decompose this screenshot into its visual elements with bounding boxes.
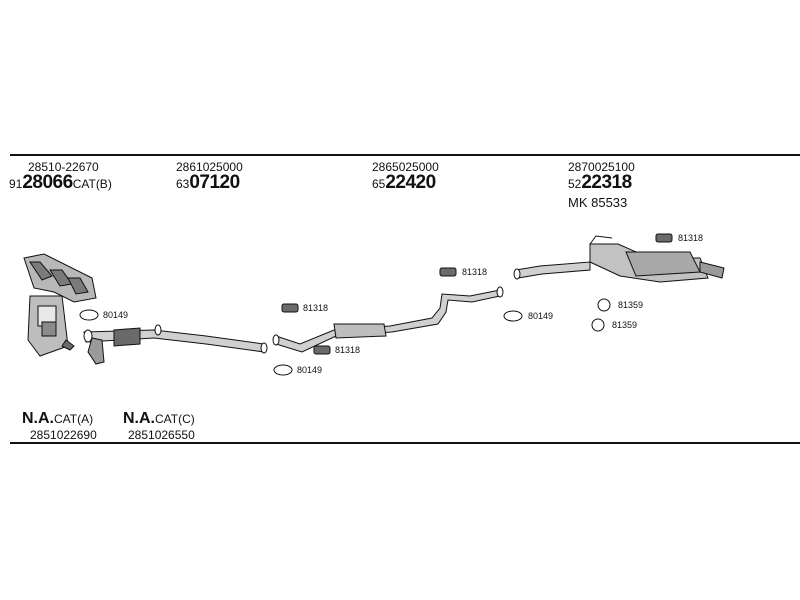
gasket-80149-symbol: [273, 364, 293, 376]
center-muffler-part: [272, 286, 504, 353]
code-prefix: 91: [9, 177, 23, 191]
code-suffix: CAT(B): [72, 177, 112, 191]
item-code: 6307120: [176, 173, 240, 192]
part-number: 2851026550: [128, 428, 195, 442]
code-prefix: 63: [176, 177, 190, 191]
gasket-80149-symbol: [503, 310, 523, 322]
part-number: 2861025000: [176, 160, 243, 174]
na-label: N.A.CAT(A): [22, 410, 94, 427]
hanger-81318-symbol: [439, 267, 457, 277]
code-main: 07120: [189, 172, 240, 193]
bottom-rule: [10, 442, 800, 444]
gasket-label: 80149: [103, 310, 129, 320]
clamp-label: 81359: [618, 300, 644, 310]
front-pipe-part: [83, 324, 268, 365]
code-main: 28066: [22, 172, 73, 193]
clamp-label: 81359: [612, 320, 638, 330]
gasket-label: 80149: [528, 311, 554, 321]
clamp-81359-symbol: [591, 318, 605, 332]
top-rule: [10, 154, 800, 156]
na-cat: CAT(A): [54, 412, 94, 426]
part-number: 28510-22670: [28, 160, 99, 174]
hanger-label: 81318: [678, 233, 704, 243]
na-label: N.A.CAT(C): [123, 410, 195, 427]
gasket-label: 80149: [297, 365, 323, 375]
item-code: 5222318: [568, 173, 632, 192]
gasket-80149-symbol: [79, 309, 99, 321]
hanger-81318-symbol: [281, 303, 299, 313]
hanger-81318-symbol: [655, 233, 673, 243]
item-code: 6522420: [372, 173, 436, 192]
na-prefix: N.A.: [22, 410, 54, 427]
part-number: 2851022690: [30, 428, 97, 442]
na-prefix: N.A.: [123, 410, 155, 427]
catalyst-manifold-part: [23, 253, 97, 357]
code-prefix: 52: [568, 177, 582, 191]
item-code: 9128066CAT(B): [9, 173, 112, 192]
code-main: 22420: [385, 172, 436, 193]
hanger-label: 81318: [462, 267, 488, 277]
part-number: 2865025000: [372, 160, 439, 174]
hanger-label: 81318: [303, 303, 329, 313]
hardware-symbols: [79, 233, 673, 376]
clamp-81359-symbol: [597, 298, 611, 312]
code-prefix: 65: [372, 177, 386, 191]
hanger-81318-symbol: [313, 345, 331, 355]
code-main: 22318: [581, 172, 632, 193]
rear-muffler-part: [513, 235, 725, 283]
na-cat: CAT(C): [155, 412, 195, 426]
mounting-kit-code: MK 85533: [568, 195, 628, 210]
part-number: 2870025100: [568, 160, 635, 174]
hanger-label: 81318: [335, 345, 361, 355]
